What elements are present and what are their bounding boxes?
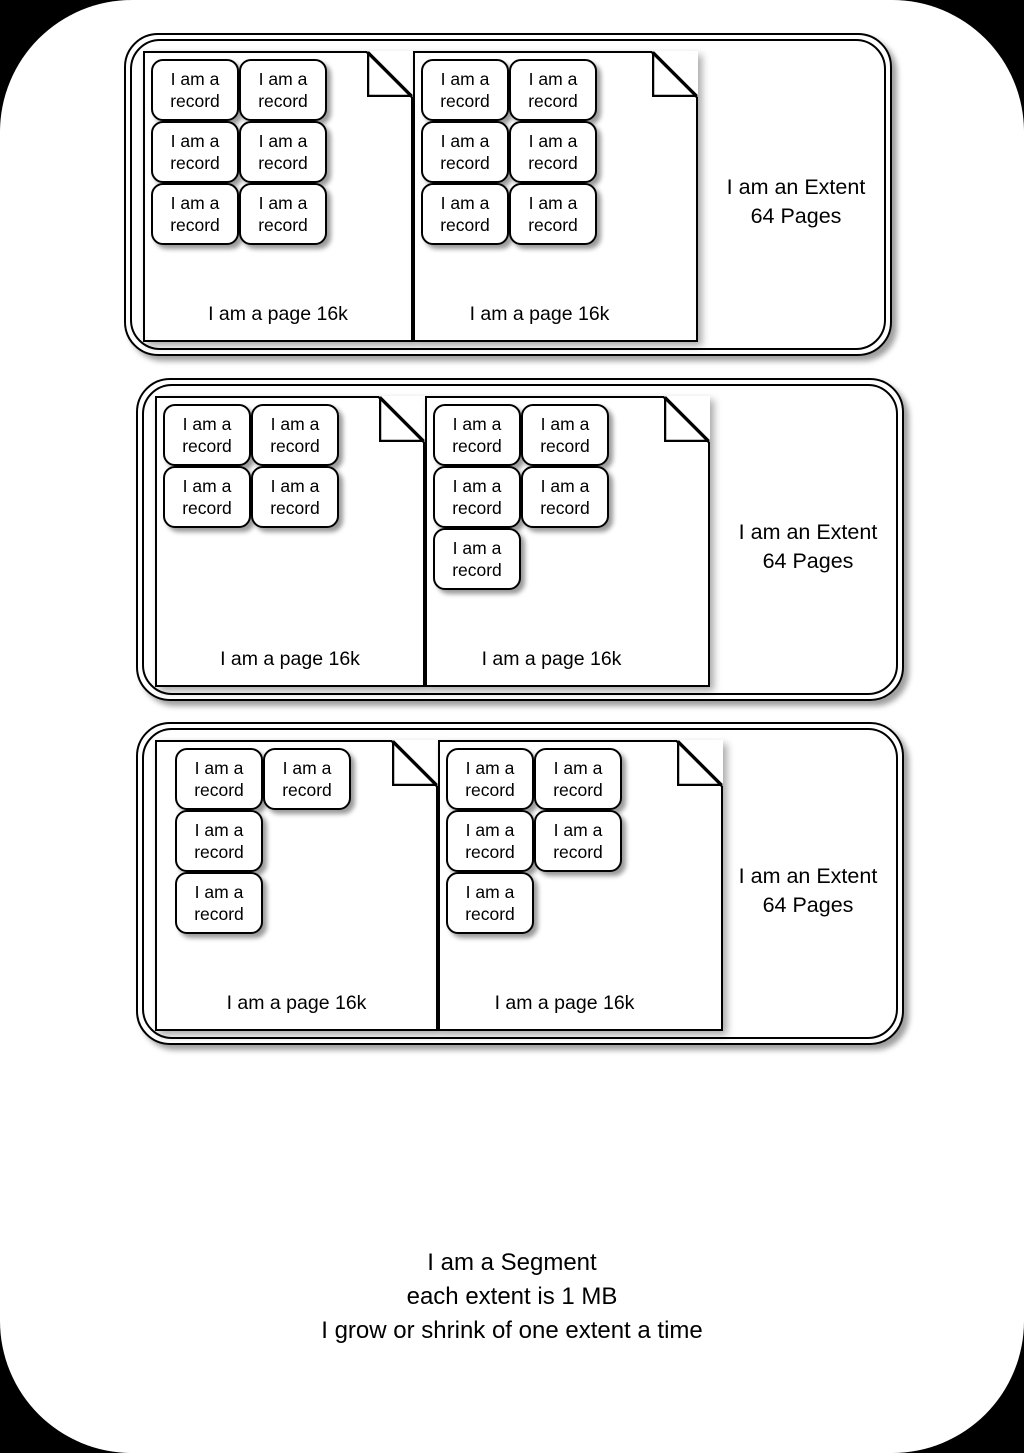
page-fold-icon [392, 740, 438, 786]
extent-3-page-2[interactable]: I am a record I am a record I am a recor… [438, 740, 723, 1031]
record[interactable]: I am a record [175, 810, 263, 872]
record[interactable]: I am a record [239, 183, 327, 245]
record[interactable]: I am a record [421, 183, 509, 245]
segment-caption: I am a Segment each extent is 1 MB I gro… [321, 1249, 703, 1344]
record[interactable]: I am a record [421, 59, 509, 121]
record[interactable]: I am a record [509, 121, 597, 183]
extent-3-label: I am an Extent 64 Pages [738, 864, 878, 917]
record[interactable]: I am a record [263, 748, 351, 810]
record[interactable]: I am a record [433, 404, 521, 466]
record[interactable]: I am a record [151, 183, 239, 245]
page-fold-icon [677, 740, 723, 786]
record[interactable]: I am a record [251, 404, 339, 466]
page-label: I am a page 16k [494, 992, 635, 1014]
record[interactable]: I am a record [239, 59, 327, 121]
record[interactable]: I am a record [175, 872, 263, 934]
extent-2[interactable]: I am a record I am a record I am a recor… [136, 378, 904, 701]
record[interactable]: I am a record [239, 121, 327, 183]
record[interactable]: I am a record [446, 872, 534, 934]
record[interactable]: I am a record [446, 748, 534, 810]
record[interactable]: I am a record [534, 810, 622, 872]
extent-3[interactable]: I am a record I am a record I am a recor… [136, 722, 904, 1045]
extent-3-page-1[interactable]: I am a record I am a record I am a recor… [155, 740, 438, 1031]
page-fold-icon [664, 396, 710, 442]
extent-2-page-2[interactable]: I am a record I am a record I am a recor… [425, 396, 710, 687]
record[interactable]: I am a record [446, 810, 534, 872]
record[interactable]: I am a record [509, 183, 597, 245]
page-label: I am a page 16k [481, 648, 622, 670]
record[interactable]: I am a record [151, 59, 239, 121]
record[interactable]: I am a record [251, 466, 339, 528]
record[interactable]: I am a record [521, 466, 609, 528]
page-label: I am a page 16k [226, 992, 367, 1014]
record[interactable]: I am a record [433, 466, 521, 528]
extent-1-page-2[interactable]: I am a record I am a record I am a recor… [413, 51, 698, 342]
extent-2-page-1[interactable]: I am a record I am a record I am a recor… [155, 396, 425, 687]
record[interactable]: I am a record [151, 121, 239, 183]
extent-1-page-1[interactable]: I am a record I am a record I am a recor… [143, 51, 413, 342]
record[interactable]: I am a record [534, 748, 622, 810]
record[interactable]: I am a record [163, 466, 251, 528]
page-label: I am a page 16k [208, 303, 348, 325]
record[interactable]: I am a record [433, 528, 521, 590]
page-fold-icon [379, 396, 425, 442]
record[interactable]: I am a record [175, 748, 263, 810]
record[interactable]: I am a record [163, 404, 251, 466]
record[interactable]: I am a record [421, 121, 509, 183]
extent-2-label: I am an Extent 64 Pages [738, 520, 878, 573]
record[interactable]: I am a record [509, 59, 597, 121]
extent-1[interactable]: I am a record I am a record I am a recor… [124, 33, 892, 356]
page-fold-icon [652, 51, 698, 97]
page-fold-icon [367, 51, 413, 97]
record[interactable]: I am a record [521, 404, 609, 466]
extent-1-label: I am an Extent 64 Pages [726, 175, 866, 228]
page-label: I am a page 16k [469, 303, 610, 325]
page-label: I am a page 16k [220, 648, 360, 670]
